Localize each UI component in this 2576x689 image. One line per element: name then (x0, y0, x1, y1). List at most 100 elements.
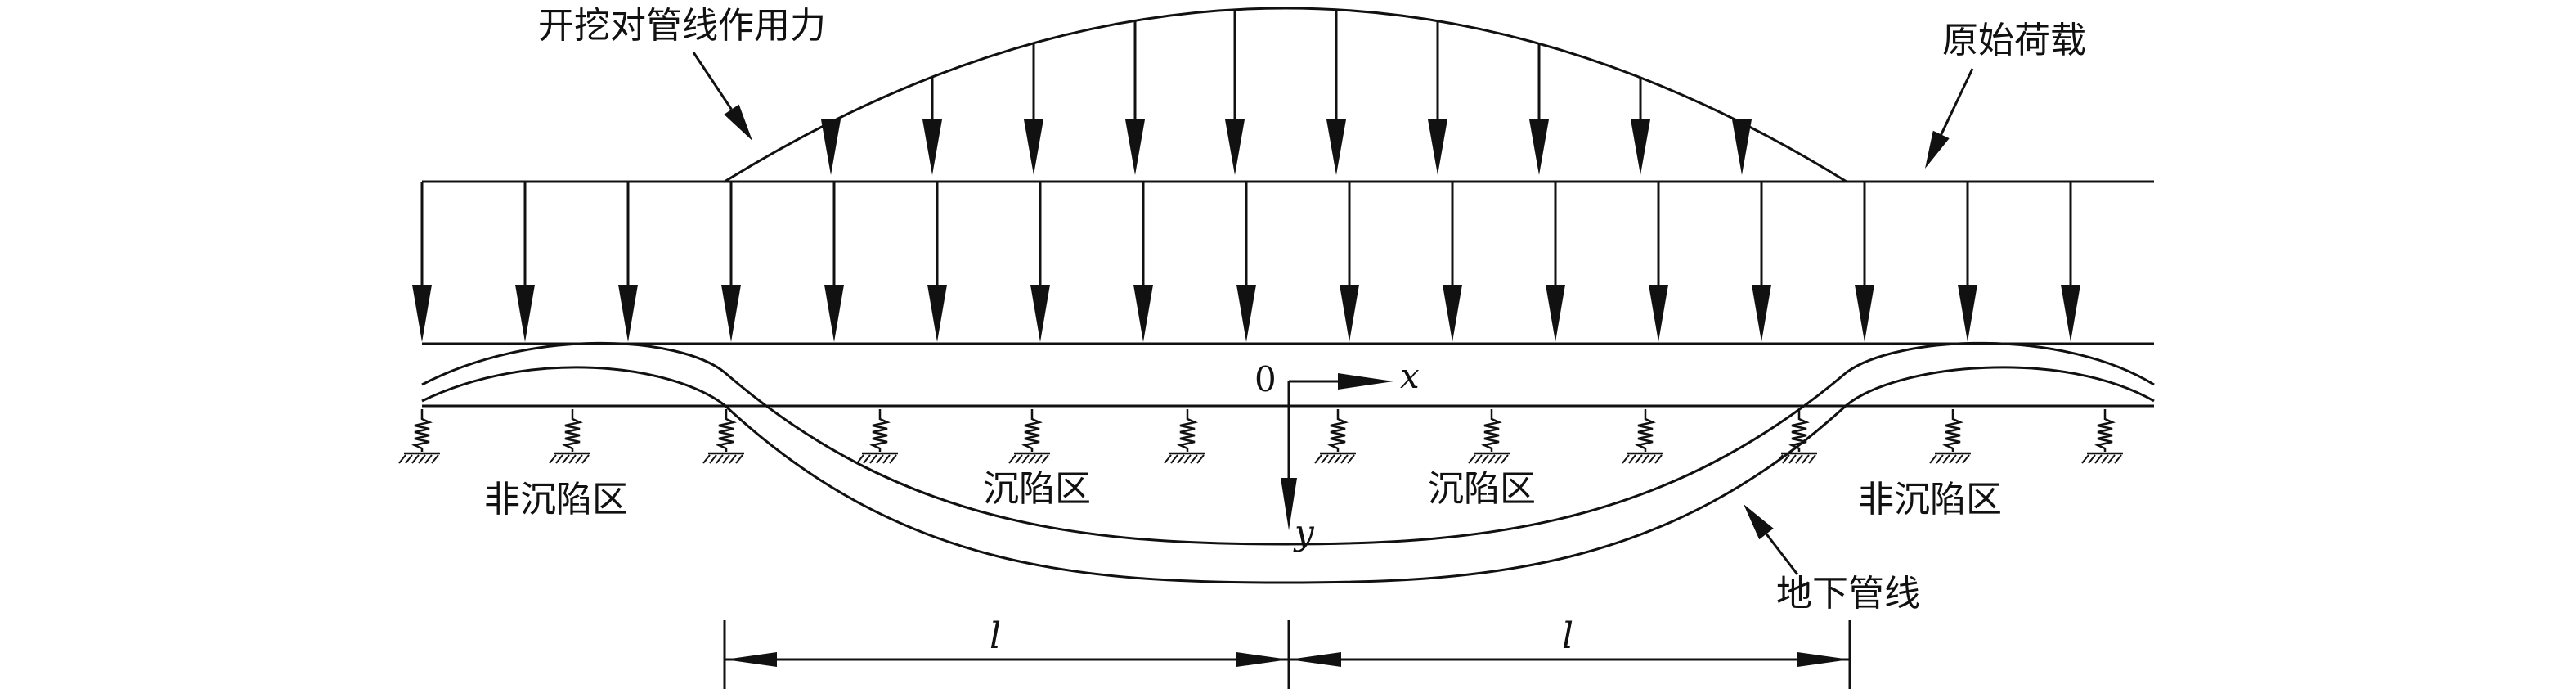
ground-hatch-icon (882, 454, 891, 464)
spring-support-icon (1775, 409, 1817, 464)
spring-coil (716, 409, 737, 452)
ground-hatch-icon (729, 454, 737, 464)
ground-hatch-icon (1034, 454, 1043, 464)
spring-coil (1635, 409, 1656, 452)
ground-hatch-icon (876, 454, 884, 464)
original-load-arrowhead (1649, 285, 1668, 342)
ground-hatch-icon (1190, 454, 1198, 464)
ground-hatch-icon (1628, 454, 1636, 464)
ground-hatch-icon (856, 454, 864, 464)
excavation-force-curve (724, 7, 1847, 183)
original-load-arrowhead (1752, 285, 1771, 342)
original-load-label: 原始荷载 (1942, 20, 2086, 61)
ground-hatch-icon (1041, 454, 1049, 464)
ground-hatch-icon (1641, 454, 1649, 464)
ground-hatch-icon (411, 454, 420, 464)
pipeline-leader-head (1744, 504, 1774, 540)
spring-coil (1021, 409, 1043, 452)
ground-hatch-icon (1501, 454, 1509, 464)
dimension-arrowhead (725, 652, 777, 667)
ground-hatch-icon (889, 454, 897, 464)
load-distribution (412, 7, 2154, 345)
ground-hatch-icon (581, 454, 590, 464)
ground-hatch-icon (2081, 454, 2089, 464)
ground-hatch-icon (1327, 454, 1335, 464)
excavation-force-leader-line (692, 52, 733, 110)
ground-hatch-icon (1177, 454, 1185, 464)
original-load-arrowhead (1855, 285, 1874, 342)
non-subsidence-left-label: 非沉陷区 (484, 479, 628, 520)
spring-support-icon (1468, 409, 1510, 464)
ground-hatch-icon (1481, 454, 1489, 464)
excavation-load-arrowhead (1428, 119, 1447, 175)
dimension-arrowhead (1797, 652, 1850, 667)
pipeline-label: 地下管线 (1776, 573, 1920, 615)
excavation-load-arrowhead (1024, 119, 1043, 175)
ground-hatch-icon (1949, 454, 1957, 464)
excavation-load-arrowhead (821, 119, 841, 175)
ground-hatch-icon (722, 454, 730, 464)
spring-support-icon (1314, 409, 1356, 464)
spring-coil (1942, 409, 1963, 452)
ground-hatch-icon (1028, 454, 1036, 464)
ground-hatch-icon (1334, 454, 1342, 464)
ground-hatch-icon (575, 454, 583, 464)
ground-hatch-icon (1021, 454, 1030, 464)
original-load-leader-line (1940, 68, 1974, 136)
subsidence-right-label: 沉陷区 (1428, 468, 1536, 510)
original-load-arrowhead (1443, 285, 1462, 342)
excavation-force-label: 开挖对管线作用力 (538, 5, 826, 47)
excavation-load-arrowhead (1225, 119, 1245, 175)
ground-hatch-icon (1170, 454, 1178, 464)
ground-hatch-icon (1196, 454, 1205, 464)
pipeline-leader-line (1765, 533, 1799, 575)
ground-hatch-icon (1494, 454, 1502, 464)
spring-support-icon (856, 409, 898, 464)
ground-hatch-icon (1936, 454, 1944, 464)
original-load-arrowhead (2061, 285, 2080, 342)
spring-support-icon (549, 409, 590, 464)
original-load-arrowhead (1546, 285, 1565, 342)
ground-hatch-icon (1340, 454, 1349, 464)
ground-hatch-icon (1015, 454, 1023, 464)
excavation-load-arrowhead (1529, 119, 1549, 175)
original-load-arrowhead (1133, 285, 1153, 342)
ground-hatch-icon (1314, 454, 1322, 464)
ground-hatch-icon (549, 454, 557, 464)
ground-hatch-icon (863, 454, 871, 464)
spring-support-icon (1622, 409, 1663, 464)
original-load-arrowhead (618, 285, 638, 342)
spring-support-icon (1164, 409, 1205, 464)
spring-coil (562, 409, 583, 452)
ground-hatch-icon (1782, 454, 1790, 464)
ground-hatch-icon (735, 454, 743, 464)
ground-hatch-icon (1622, 454, 1630, 464)
ground-hatch-icon (405, 454, 413, 464)
spring-support-icon (398, 409, 440, 464)
spring-coil (869, 409, 891, 452)
original-load-arrowhead (412, 285, 432, 342)
original-load-arrowhead (1340, 285, 1359, 342)
excavation-load-arrowhead (1631, 119, 1650, 175)
ground-hatch-icon (1164, 454, 1172, 464)
pipeline-top-edge (421, 341, 2155, 546)
y-axis-label: y (1293, 512, 1315, 552)
non-subsidence-right-label: 非沉陷区 (1858, 479, 2002, 520)
original-load-leader-head (1925, 130, 1950, 169)
ground-hatch-icon (716, 454, 724, 464)
x-axis-label: x (1400, 356, 1420, 396)
ground-hatch-icon (431, 454, 439, 464)
original-load-arrowhead (927, 285, 947, 342)
leader-arrows (692, 52, 1974, 575)
span-left-label: l (990, 615, 1001, 657)
spring-support-icon (702, 409, 744, 464)
original-load-arrowhead (1030, 285, 1050, 342)
pipeline-bottom-edge (421, 366, 2155, 584)
spring-coil (411, 409, 433, 452)
spring-coil (1481, 409, 1502, 452)
ground-hatch-icon (1654, 454, 1663, 464)
original-load-arrowhead (824, 285, 844, 342)
ground-hatch-icon (1321, 454, 1329, 464)
dimension-arrowhead (1236, 652, 1289, 667)
